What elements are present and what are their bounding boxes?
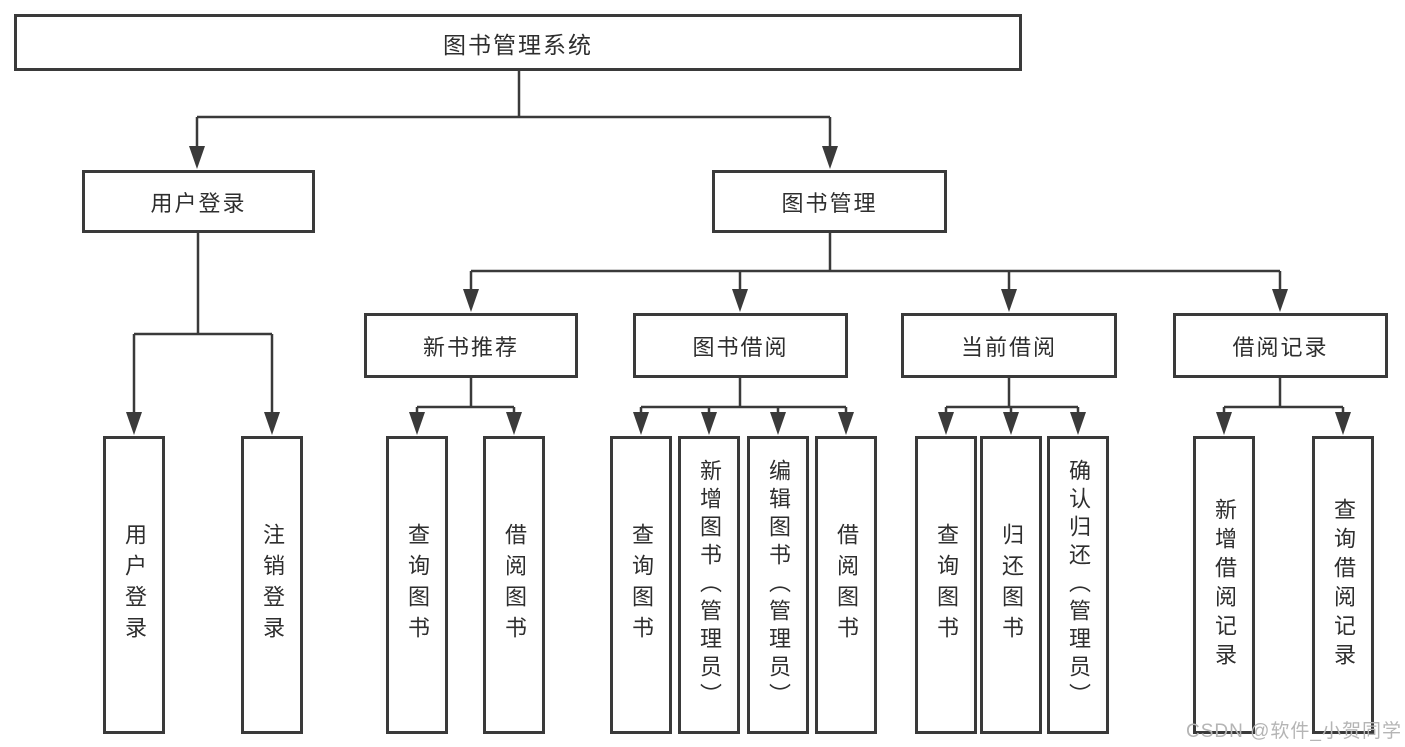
arrowhead xyxy=(409,412,425,435)
csdn-watermark: CSDN @软件_小贺同学 xyxy=(1186,721,1402,742)
leaf-return-books: 归还图书 xyxy=(980,436,1042,734)
edge-book-management-to-level3 xyxy=(469,233,1282,292)
leaf-borrow-books-recommend: 借阅图书 xyxy=(483,436,545,734)
edge-borrow-records-to-leaves xyxy=(1222,378,1345,413)
edge-new-book-recommend-to-leaves xyxy=(415,378,516,413)
arrowhead xyxy=(189,146,205,169)
leaf-query-books-borrow: 查询图书 xyxy=(610,436,672,734)
leaf-query-books-current: 查询图书 xyxy=(915,436,977,734)
arrowhead xyxy=(1335,412,1351,435)
arrowhead xyxy=(838,412,854,435)
leaf-add-borrow-record: 新增借阅记录 xyxy=(1193,436,1255,734)
arrowhead xyxy=(1003,412,1019,435)
leaf-borrow-books: 借阅图书 xyxy=(815,436,877,734)
arrowhead xyxy=(126,412,142,435)
leaf-add-books-admin: 新增图书（管理员） xyxy=(678,436,740,734)
arrowhead xyxy=(1070,412,1086,435)
node-new-book-recommend: 新书推荐 xyxy=(364,313,578,378)
leaf-query-borrow-record: 查询借阅记录 xyxy=(1312,436,1374,734)
arrowhead xyxy=(770,412,786,435)
leaf-user-login: 用户登录 xyxy=(103,436,165,734)
arrowhead xyxy=(506,412,522,435)
node-library-management-system: 图书管理系统 xyxy=(14,14,1022,71)
node-book-management: 图书管理 xyxy=(712,170,947,233)
edge-current-borrow-to-leaves xyxy=(944,378,1080,413)
leaf-edit-books-admin: 编辑图书（管理员） xyxy=(747,436,809,734)
edge-user-login-to-leaves xyxy=(132,233,274,413)
leaf-logout: 注销登录 xyxy=(241,436,303,734)
edge-book-borrow-to-leaves xyxy=(639,378,848,413)
arrowhead xyxy=(822,146,838,169)
node-current-borrow: 当前借阅 xyxy=(901,313,1117,378)
edge-root-to-level2 xyxy=(195,70,832,147)
arrowhead xyxy=(701,412,717,435)
leaf-query-books-recommend: 查询图书 xyxy=(386,436,448,734)
node-book-borrow: 图书借阅 xyxy=(633,313,848,378)
arrowhead xyxy=(1216,412,1232,435)
arrowheads xyxy=(126,146,1351,435)
arrowhead xyxy=(463,289,479,312)
arrowhead xyxy=(938,412,954,435)
node-borrow-records: 借阅记录 xyxy=(1173,313,1388,378)
arrowhead xyxy=(1001,289,1017,312)
arrowhead xyxy=(264,412,280,435)
arrowhead xyxy=(1272,289,1288,312)
node-user-login: 用户登录 xyxy=(82,170,315,233)
arrowhead xyxy=(633,412,649,435)
leaf-confirm-return-admin: 确认归还（管理员） xyxy=(1047,436,1109,734)
arrowhead xyxy=(732,289,748,312)
